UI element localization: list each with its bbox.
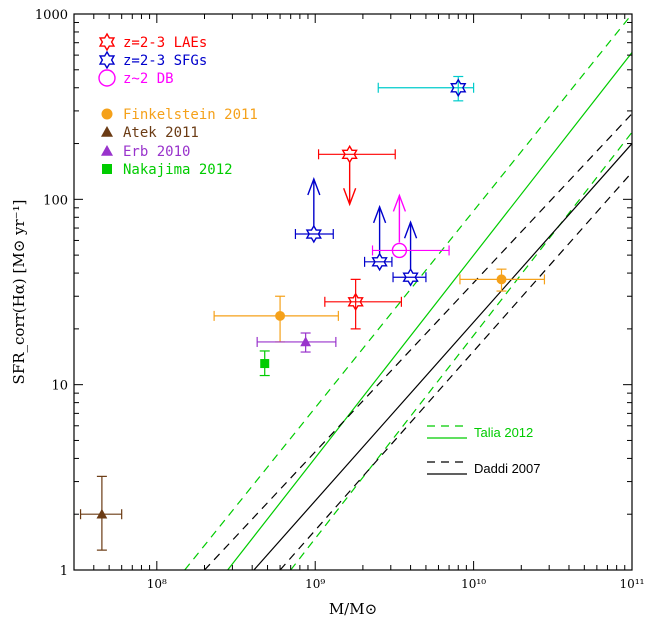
relation-line	[290, 131, 632, 570]
limit-arrow-head	[372, 204, 387, 224]
relation-line	[279, 171, 632, 570]
legend-label: Atek 2011	[123, 125, 199, 141]
data-point	[317, 144, 396, 207]
relation-line	[253, 143, 632, 570]
plot-frame	[73, 13, 633, 571]
y-tick-label: 100	[43, 193, 68, 208]
data-point	[459, 268, 546, 292]
x-tick-label: 10⁹	[305, 577, 325, 591]
y-tick-label: 10	[51, 379, 68, 394]
legend-marker	[101, 126, 113, 137]
relation-line	[227, 52, 632, 570]
data-point	[213, 295, 339, 343]
data-point	[377, 75, 475, 102]
marker	[305, 224, 322, 244]
marker	[450, 78, 467, 98]
legend-label: Talia 2012	[474, 425, 533, 440]
legend-label: Finkelstein 2011	[123, 107, 258, 123]
data-points	[79, 75, 546, 551]
relation-line	[184, 14, 632, 570]
marker	[371, 252, 388, 272]
marker	[96, 508, 108, 519]
legend-marker	[101, 108, 113, 120]
axis-ticks	[73, 13, 633, 571]
y-tick-label: 1000	[35, 8, 68, 23]
marker	[300, 336, 312, 347]
legend-label: z=2-3 LAEs	[123, 35, 207, 51]
marker	[347, 292, 364, 312]
legend-marker	[101, 145, 113, 156]
legend-entry: z=2-3 LAEs	[98, 32, 207, 52]
y-tick-label: 1	[60, 564, 68, 579]
legend-marker	[98, 32, 116, 52]
y-axis-label: SFR_corr(Hα) [M⊙ yr⁻¹]	[10, 200, 28, 385]
x-tick-label: 10¹¹	[620, 577, 645, 591]
marker	[275, 310, 286, 321]
x-tick-label: 10¹⁰	[461, 577, 486, 591]
x-axis-label: M/M⊙	[329, 600, 377, 618]
limit-arrow-head	[403, 220, 418, 239]
marker	[402, 267, 419, 287]
legend-entry: Atek 2011	[101, 125, 199, 141]
legend-label: z~2 DB	[123, 71, 174, 87]
legend-entry: Erb 2010	[101, 144, 190, 160]
tick-labels: 10⁸ 10⁹ 10¹⁰ 10¹¹ 1 10 100 1000	[35, 8, 645, 591]
legend-entry: Talia 2012	[427, 425, 533, 440]
marker-legend: z=2-3 LAEs z=2-3 SFGs z~2 DB Finkelstein 20…	[98, 32, 258, 178]
legend-label: Nakajima 2012	[123, 162, 233, 178]
data-point	[256, 332, 337, 353]
legend-marker	[98, 69, 116, 87]
data-point	[294, 177, 334, 244]
legend-label: Daddi 2007	[474, 461, 541, 476]
marker	[391, 242, 408, 259]
legend-marker	[98, 50, 116, 70]
legend-marker	[102, 164, 112, 174]
legend-entry: z=2-3 SFGs	[98, 50, 207, 70]
limit-arrow-head	[392, 193, 407, 212]
data-point	[79, 475, 123, 551]
marker	[496, 274, 507, 285]
x-tick-label: 10⁸	[147, 577, 167, 591]
data-point	[371, 193, 450, 259]
limit-arrow-head	[307, 177, 321, 196]
legend-entry: Daddi 2007	[427, 461, 541, 476]
data-point	[324, 278, 402, 330]
data-point	[363, 204, 393, 272]
legend-entry: Nakajima 2012	[102, 162, 233, 178]
legend-entry: z~2 DB	[98, 69, 174, 87]
legend-label: z=2-3 SFGs	[123, 53, 207, 69]
relation-line	[204, 113, 632, 570]
marker	[260, 359, 270, 369]
legend-label: Erb 2010	[123, 144, 190, 160]
marker	[341, 144, 358, 164]
legend-entry: Finkelstein 2011	[101, 107, 258, 123]
limit-arrow-head	[343, 188, 357, 207]
data-point	[259, 350, 270, 377]
relation-lines	[184, 14, 632, 570]
data-point	[392, 220, 427, 287]
